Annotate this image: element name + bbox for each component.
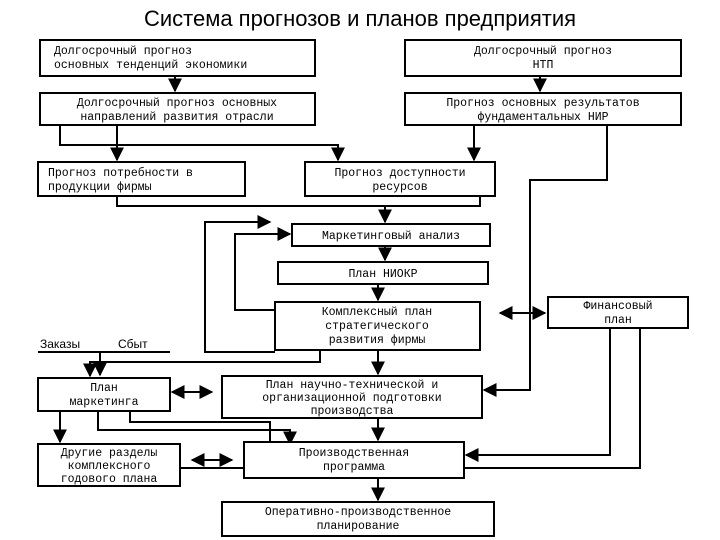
box-industry-forecast[interactable]: Долгосрочный прогноз основных направлени… [39,92,316,126]
box-operational-planning-line-2: планирование [317,520,400,533]
box-other-sections-line-1: Другие разделы [61,447,158,460]
connector-finance-to-production [464,328,611,462]
box-strategic-plan-line-2: стратегического [325,320,429,333]
box-financial-plan-line-2: план [604,314,632,327]
box-industry-forecast-line-1: Долгосрочный прогноз основных [77,97,277,110]
box-demand-forecast-line-1: Прогноз потребности в [48,167,193,180]
box-industry-forecast-line-2: направлений развития отрасли [80,111,273,124]
box-research-forecast-line-2: фундаментальных НИР [477,111,608,124]
box-financial-plan-line-1: Финансовый [583,300,652,313]
box-operational-planning[interactable]: Оперативно-производственное планирование [221,501,495,537]
box-tech-prep-plan-line-1: План научно-технической и [266,379,439,392]
box-marketing-plan[interactable]: План маркетинга [37,377,171,412]
box-strategic-plan-line-3: развития фирмы [329,334,426,347]
box-other-sections-line-3: годового плана [61,473,158,486]
box-ntp-forecast[interactable]: Долгосрочный прогноз НТП [404,39,682,77]
connector-marketing-to-production [97,411,297,446]
feedback-loop-inner [234,227,292,311]
box-ntp-forecast-line-1: Долгосрочный прогноз [474,45,612,58]
box-resources-forecast-line-2: ресурсов [372,181,427,194]
box-other-sections[interactable]: Другие разделы комплексного годового пла… [37,443,181,487]
box-econ-forecast-line-2: основных тенденций экономики [54,59,247,72]
page-title: Система прогнозов и планов предприятия [143,6,577,31]
box-production-program-line-2: программа [323,461,385,474]
box-niokr-plan-line-1: План НИОКР [348,268,417,281]
box-tech-prep-plan[interactable]: План научно-технической и организационно… [221,375,483,419]
box-marketing-plan-line-2: маркетинга [69,396,138,409]
box-production-program[interactable]: Производственная программа [243,441,465,479]
box-econ-forecast-line-1: Долгосрочный прогноз [54,45,192,58]
box-research-forecast-line-1: Прогноз основных результатов [446,97,639,110]
box-strategic-plan-line-1: Комплексный план [322,306,432,319]
box-niokr-plan[interactable]: План НИОКР [277,261,489,285]
connectors [38,76,641,502]
box-tech-prep-plan-line-3: производства [311,405,394,418]
box-marketing-plan-line-1: План [90,382,118,395]
box-demand-forecast[interactable]: Прогноз потребности в продукции фирмы [37,161,246,197]
box-marketing-analysis[interactable]: Маркетинговый анализ [291,223,491,247]
connector-merge-row3 [116,196,481,207]
box-ntp-forecast-line-2: НТП [533,59,554,72]
box-other-sections-line-2: комплексного [68,460,151,473]
box-production-program-line-1: Производственная [299,447,409,460]
connector-industry-to-resources [59,125,345,162]
box-resources-forecast-line-1: Прогноз доступности [334,167,465,180]
box-demand-forecast-line-2: продукции фирмы [48,181,152,194]
box-strategic-plan[interactable]: Комплексный план стратегического развити… [274,301,481,351]
box-financial-plan[interactable]: Финансовый план [547,296,689,329]
box-resources-forecast[interactable]: Прогноз доступности ресурсов [304,161,496,197]
box-marketing-analysis-line-1: Маркетинговый анализ [322,230,460,243]
box-econ-forecast[interactable]: Долгосрочный прогноз основных тенденций … [39,39,316,77]
sales-label: Сбыт [118,337,148,351]
connector-marketing-aux [129,411,271,442]
box-tech-prep-plan-line-2: организационной подготовки [262,392,441,405]
box-research-forecast[interactable]: Прогноз основных результатов фундаментал… [404,92,682,126]
orders-label: Заказы [40,337,80,351]
connector-research-to-techprep [482,125,608,397]
feedback-loop-outer [204,215,275,353]
box-operational-planning-line-1: Оперативно-производственное [265,506,451,519]
connector-strategic-to-marketing-plan [83,350,321,378]
